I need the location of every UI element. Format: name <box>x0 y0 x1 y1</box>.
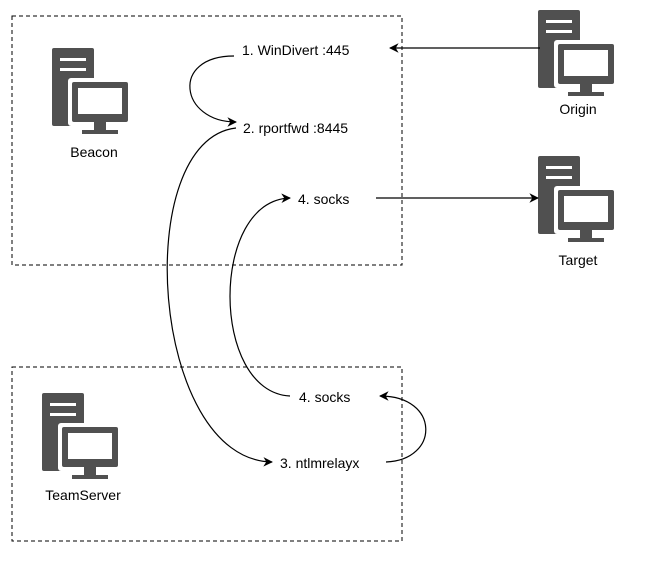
target-label: Target <box>559 252 598 268</box>
beacon-server-icon <box>52 48 132 134</box>
rportfwd-to-ntlmrelayx-arrow <box>166 127 273 467</box>
target-server-icon <box>538 156 618 242</box>
teamserver-label: TeamServer <box>45 487 121 503</box>
step-rportfwd-label: 2. rportfwd :8445 <box>243 120 348 136</box>
teamserver-server-icon <box>42 393 122 479</box>
windivert-to-rportfwd-arrow <box>189 55 237 127</box>
beacon-group-box <box>11 15 403 266</box>
beacon-label: Beacon <box>70 144 117 160</box>
origin-server-icon <box>538 10 618 96</box>
ntlmrelayx-to-socks-arrow <box>379 391 427 463</box>
step-windivert-label: 1. WinDivert :445 <box>242 42 350 58</box>
teamserver-group-box <box>11 366 403 542</box>
socks-teamserver-to-socks-beacon-arrow <box>229 193 291 397</box>
origin-label: Origin <box>559 101 596 117</box>
step-socks-beacon-label: 4. socks <box>298 191 349 207</box>
step-ntlmrelayx-label: 3. ntlmrelayx <box>280 455 359 471</box>
step-socks-teamserver-label: 4. socks <box>299 389 350 405</box>
